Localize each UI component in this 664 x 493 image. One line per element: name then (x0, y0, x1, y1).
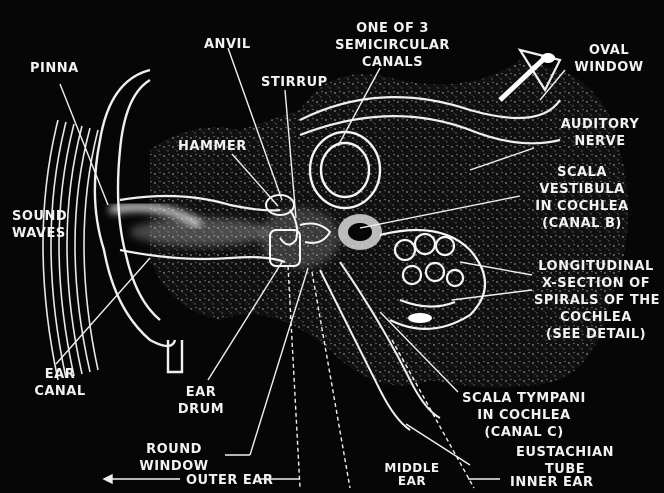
label-pinna: PINNA (30, 60, 79, 77)
label-round-window: ROUND WINDOW (134, 441, 214, 475)
middle-ear-glow (260, 208, 340, 268)
label-longitudinal-section: LONGITUDINAL X-SECTION OF SPIRALS OF THE… (534, 258, 658, 343)
label-sound-waves: SOUND WAVES (12, 208, 64, 242)
label-middle-ear: MIDDLE EAR (372, 462, 452, 488)
label-ear-drum: EAR DRUM (176, 384, 226, 418)
ear-canal-glow (130, 218, 270, 246)
label-ear-canal: EAR CANAL (30, 366, 90, 400)
label-scala-vestibula: SCALA VESTIBULA IN COCHLEA (CANAL B) (532, 164, 632, 232)
label-anvil: ANVIL (204, 36, 251, 53)
cochlea-highlight (408, 313, 432, 323)
label-stirrup: STIRRUP (261, 74, 328, 91)
label-eustachian-tube: EUSTACHIAN TUBE (510, 444, 620, 478)
label-scala-tympani: SCALA TYMPANI IN COCHLEA (CANAL C) (455, 390, 593, 441)
label-outer-ear: OUTER EAR (186, 472, 273, 489)
oval-window-cap (541, 53, 555, 63)
label-hammer: HAMMER (178, 138, 247, 155)
label-semicircular-canals: ONE OF 3 SEMICIRCULAR CANALS (335, 20, 450, 71)
label-oval-window: OVAL WINDOW (574, 42, 644, 76)
label-auditory-nerve: AUDITORY NERVE (555, 116, 645, 150)
label-inner-ear: INNER EAR (510, 474, 593, 491)
